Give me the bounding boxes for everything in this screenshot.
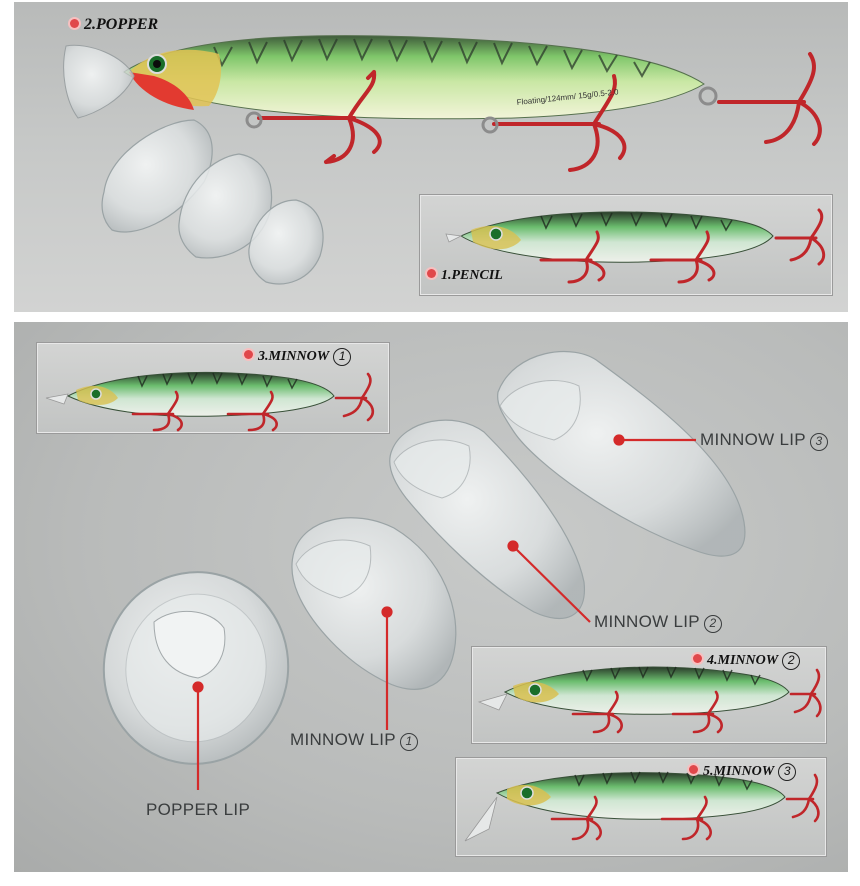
minnow-3-lure-illustration	[464, 771, 820, 842]
red-bullet-icon	[693, 654, 702, 663]
popper-lip-label: POPPER LIP	[146, 800, 251, 819]
popper-lure-illustration: Floating/124mm/ 15g/0.5-2.0	[63, 35, 822, 285]
circled-number-badge: 1	[399, 733, 418, 751]
pencil-title: 1.PENCIL	[427, 268, 503, 284]
minnow-1-lure-illustration	[45, 371, 375, 432]
circled-number-badge: 1	[333, 348, 352, 366]
circled-number-badge: 3	[778, 763, 797, 781]
red-bullet-icon	[244, 350, 253, 359]
circled-number-badge: 3	[809, 433, 828, 451]
red-bullet-icon	[689, 765, 698, 774]
circled-number-badge: 2	[703, 615, 722, 633]
minnow-2-lure-illustration	[477, 666, 822, 734]
lips-illustration	[102, 350, 746, 790]
popper-title: 2.POPPER	[70, 16, 158, 34]
red-bullet-icon	[70, 19, 79, 28]
pencil-lure-illustration	[445, 208, 826, 284]
pencil-lure-inset: 1.PENCIL	[420, 195, 832, 295]
red-bullet-icon	[427, 269, 436, 278]
circled-number-badge: 2	[782, 652, 801, 670]
popper-pencil-photo-panel: Floating/124mm/ 15g/0.5-2.0 2.POPPER 1.P…	[14, 2, 848, 312]
